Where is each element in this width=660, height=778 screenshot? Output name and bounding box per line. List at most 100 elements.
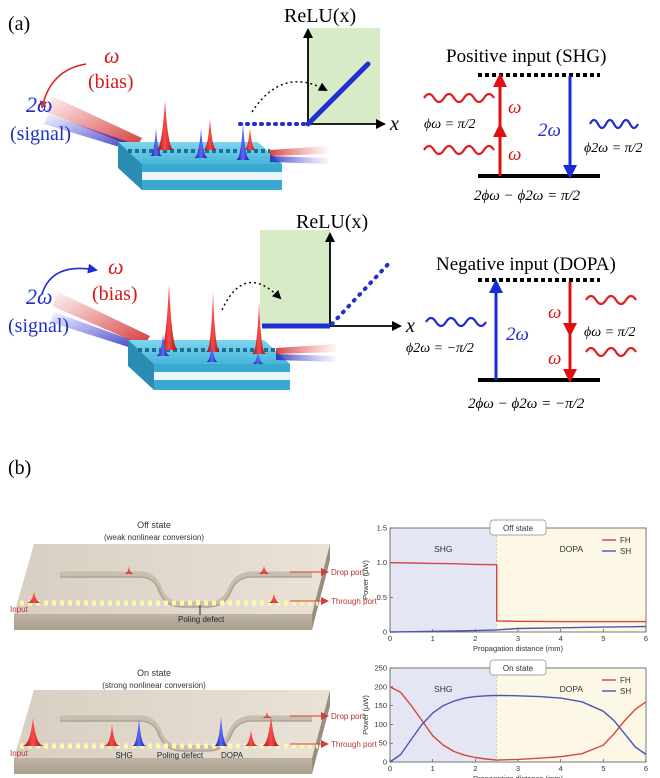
bottom-outgoing-red-beam <box>276 344 336 354</box>
top-two-omega-arrow: 2ω <box>538 120 561 141</box>
on-device-side <box>312 690 330 774</box>
on-chart-x-tick-label: 1 <box>431 764 435 773</box>
top-chip-illustration <box>44 96 328 190</box>
off-chart-region-shg <box>390 528 497 632</box>
top-signal-label: (signal) <box>10 123 71 145</box>
top-process-title: Positive input (SHG) <box>446 46 606 67</box>
on-ring-shadow <box>60 720 312 752</box>
off-chart-y-tick-label: 0 <box>383 628 387 637</box>
off-chart-x-tick-label: 5 <box>601 634 605 643</box>
bottom-phi-omega: ϕω = π/2 <box>584 325 635 340</box>
off-input-pulse <box>26 592 42 603</box>
bottom-omega-arrow-2: ω <box>548 348 561 369</box>
on-chart-series-sh <box>389 694 647 763</box>
off-device-title: Off state <box>137 520 171 530</box>
on-chart-legend-label-fh: FH <box>620 676 631 685</box>
off-chart-x-tick-label: 1 <box>431 634 435 643</box>
top-outgoing-red-beam <box>270 146 328 156</box>
bottom-outgoing-blue-beam <box>276 354 336 362</box>
off-chart-y-tick-label: 1.5 <box>377 524 387 533</box>
off-device-front <box>14 614 312 630</box>
bottom-omega-arrow-1: ω <box>548 302 561 323</box>
bottom-blue-peak-1 <box>156 334 170 356</box>
off-chart-x-tick-label: 2 <box>473 634 477 643</box>
off-poling-defect-label: Poling defect <box>178 615 225 624</box>
off-through-port-label: Through port <box>331 597 378 606</box>
top-chip-front-layer-2 <box>142 172 282 180</box>
top-relu-green-region <box>308 28 380 124</box>
off-chart-x-tick-label: 6 <box>644 634 648 643</box>
on-chart-y-tick-label: 200 <box>374 682 387 691</box>
on-device-title: On state <box>137 668 171 678</box>
bottom-incoming-red-beam <box>52 292 150 346</box>
bottom-phase-relation: 2ϕω − ϕ2ω = −π/2 <box>468 396 585 412</box>
off-device-side <box>312 544 330 630</box>
off-ring-waveguide <box>60 571 312 607</box>
off-chart-title-box <box>489 519 547 536</box>
panel-a-label: (a) <box>8 13 30 35</box>
on-chart-x-tick-label: 4 <box>559 764 563 773</box>
off-chart-y-tick-label: 1.0 <box>377 558 387 567</box>
on-chart-region-shg <box>390 668 497 762</box>
on-chart-x-tick-label: 3 <box>516 764 520 773</box>
top-blue-wavepacket <box>589 118 639 130</box>
on-shg-red-pulse <box>104 724 120 746</box>
on-chart-x-tick-label: 0 <box>388 764 392 773</box>
off-device <box>14 544 330 630</box>
bottom-chip-illustration <box>50 284 336 390</box>
bottom-two-omega-arrow: 2ω <box>506 324 529 345</box>
off-chart-series-sh <box>389 625 647 633</box>
bottom-chip-side <box>128 340 154 390</box>
bottom-red-wavepacket-1 <box>585 294 637 306</box>
on-chart-y-tick-label: 150 <box>374 701 387 710</box>
top-relu-plot <box>238 28 386 129</box>
bottom-omega-label: ω <box>108 254 124 279</box>
top-blue-peak-3 <box>236 122 250 160</box>
top-relu-dotted-arrow <box>251 81 328 113</box>
on-chart-region-label-dopa: DOPA <box>560 684 584 694</box>
on-ring-waveguide <box>60 715 312 751</box>
bottom-bias-label: (bias) <box>92 283 138 305</box>
off-input-label: Input <box>10 605 29 614</box>
top-chip-side <box>118 142 142 190</box>
off-chart-series-fh <box>389 562 646 623</box>
bottom-red-wavepacket-2 <box>585 346 637 358</box>
off-chart-region-label-dopa: DOPA <box>560 544 584 554</box>
on-chart-title: On state <box>503 664 534 673</box>
bottom-red-peak-3 <box>252 302 266 354</box>
on-chart-y-tick-label: 50 <box>379 739 387 748</box>
bottom-chip-front-layer-1 <box>154 364 290 372</box>
bottom-two-omega-label: 2ω <box>26 284 53 309</box>
top-phi-2omega: ϕ2ω = π/2 <box>584 141 642 156</box>
on-shg-blue-pulse <box>132 718 146 746</box>
bottom-chip-front-layer-3 <box>154 380 290 390</box>
top-outgoing-blue-beam <box>270 156 328 164</box>
on-input-pulse <box>22 718 44 746</box>
top-relu-positive-line <box>305 61 371 127</box>
top-phase-relation: 2ϕω − ϕ2ω = π/2 <box>474 188 581 204</box>
on-chart-y-tick-label: 100 <box>374 720 387 729</box>
top-red-peak-2 <box>203 118 217 150</box>
off-chart-x-axis-label: Propagation distance (mm) <box>473 644 564 653</box>
panel-b-label: (b) <box>8 457 31 479</box>
on-through-pulse <box>262 716 280 746</box>
bottom-chip-front-layer-2 <box>154 372 290 380</box>
top-omega-arrow-2: ω <box>508 144 521 165</box>
off-chart-title: Off state <box>503 524 534 533</box>
bottom-process-title: Negative input (DOPA) <box>436 254 616 275</box>
off-chart-region-dopa <box>496 528 646 632</box>
on-dopa-red-pulse <box>244 730 258 746</box>
top-omega-label: ω <box>104 43 120 68</box>
top-red-peak-1 <box>156 100 174 150</box>
top-relu-x-label: x <box>389 113 399 135</box>
top-two-omega-label: 2ω <box>26 92 53 117</box>
on-input-label: Input <box>10 749 29 758</box>
bottom-signal-label: (signal) <box>8 315 69 337</box>
bottom-relu-plot <box>221 230 402 331</box>
on-dopa-label: DOPA <box>221 751 244 760</box>
on-device-subtitle: (strong nonlinear conversion) <box>102 681 206 690</box>
on-dopa-blue-pulse <box>214 716 228 746</box>
bottom-incoming-blue-beam <box>50 312 148 352</box>
top-bias-label: (bias) <box>88 71 134 93</box>
